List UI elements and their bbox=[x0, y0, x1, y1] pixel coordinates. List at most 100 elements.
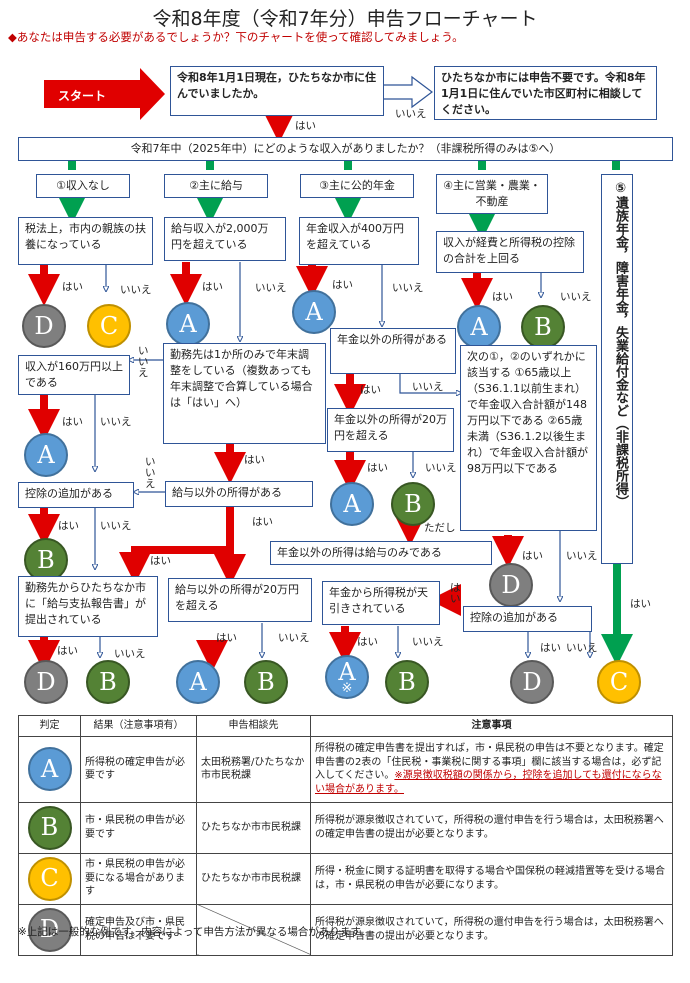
result-a-6: A bbox=[176, 660, 220, 704]
node-conditions: 次の①，②のいずれかに該当する ①65歳以上（S36.1.1以前生まれ）で年金収… bbox=[460, 345, 597, 531]
result-d-4: D bbox=[510, 660, 554, 704]
node-deduction2: 控除の追加がある bbox=[463, 606, 592, 632]
legend-d-note: 所得税が源泉徴収されていて，所得税の還付申告を行う場合は，太田税務署への確定申告… bbox=[310, 903, 673, 956]
node-pension-over: 年金収入が400万円を超えている bbox=[299, 217, 419, 265]
label-no-s1: いいえ bbox=[255, 282, 287, 294]
legend-c-icon: C bbox=[27, 856, 72, 901]
node-cat4: ④主に営業・農業・不動産 bbox=[436, 174, 548, 214]
label-no-salo20: いいえ bbox=[278, 632, 310, 644]
label-yes-withheld: はい bbox=[450, 582, 461, 606]
legend-header-result: 結果（注意事項有） bbox=[80, 715, 197, 737]
result-a-4: A bbox=[24, 433, 68, 477]
result-a-2: A bbox=[292, 290, 336, 334]
node-residence: 令和8年1月1日現在，ひたちなか市に住んでいましたか。 bbox=[170, 66, 384, 116]
legend-a-icon: A bbox=[27, 747, 72, 791]
legend-row-a: A 所得税の確定申告が必要です 太田税務署/ひたちなか市市民税課 所得税の確定申… bbox=[18, 735, 673, 803]
label-no-other20: いいえ bbox=[425, 462, 457, 474]
label-yes-report: はい bbox=[57, 645, 78, 657]
label-yes-1: はい bbox=[295, 120, 316, 132]
node-cat1: ①収入なし bbox=[36, 174, 130, 198]
result-d-1: D bbox=[22, 304, 66, 348]
node-salary-other20: 給与以外の所得が20万円を超える bbox=[168, 578, 312, 622]
label-no-p1: いいえ bbox=[392, 282, 424, 294]
result-a-5: A bbox=[330, 482, 374, 526]
page-title: 令和8年度（令和7年分）申告フローチャート bbox=[152, 8, 538, 30]
label-yes-160: はい bbox=[62, 416, 83, 428]
node-report: 勤務先からひたちなか市に「給与支払報告書」が提出されている bbox=[18, 576, 158, 637]
label-no-yearend2: いいえ bbox=[145, 456, 156, 491]
legend-a-note: 所得税の確定申告書を提出すれば，市・県民税の申告は不要となります。確定申告書の2… bbox=[310, 735, 673, 803]
result-b-3: B bbox=[24, 538, 68, 582]
legend-a-note-red: ※源泉徴収税額の関係から，控除を追加しても還付にならない場合があります。 bbox=[315, 770, 662, 795]
result-c-1: C bbox=[87, 304, 131, 348]
label-no-c1: いいえ bbox=[120, 284, 152, 296]
legend-d-icon: D bbox=[27, 907, 72, 952]
result-d-3: D bbox=[24, 660, 68, 704]
legend-c-result: 市・県民税の申告が必要になる場合があります bbox=[80, 852, 197, 905]
node-deduction1: 控除の追加がある bbox=[18, 482, 134, 508]
node-other20: 年金以外の所得が20万円を超える bbox=[327, 408, 454, 452]
label-yes-c5: はい bbox=[630, 598, 651, 610]
legend-a-office: 太田税務署/ひたちなか市市民税課 bbox=[196, 735, 311, 803]
legend-c-office: ひたちなか市市民税課 bbox=[196, 852, 311, 905]
arrow-layer bbox=[28, 68, 633, 672]
label-no-160: いいえ bbox=[100, 416, 132, 428]
legend-row-b: B 市・県民税の申告が必要です ひたちなか市市民税課 所得税が源泉徴収されていて… bbox=[18, 801, 673, 854]
label-yes-a2: はい bbox=[332, 279, 353, 291]
label-no-1: いいえ bbox=[395, 108, 427, 120]
label-yes-yearend: はい bbox=[244, 454, 265, 466]
legend-b-result: 市・県民税の申告が必要です bbox=[80, 801, 197, 854]
label-yes-ded1: はい bbox=[58, 520, 79, 532]
label-no-report: いいえ bbox=[114, 648, 146, 660]
legend-header-row: 判定 結果（注意事項有） 申告相談先 注意事項 bbox=[18, 715, 673, 737]
label-no-ded1: いいえ bbox=[100, 520, 132, 532]
label-no-withh: いいえ bbox=[412, 636, 444, 648]
note-mark: ※ bbox=[341, 681, 353, 696]
result-a-1: A bbox=[166, 302, 210, 346]
result-b-1: B bbox=[521, 305, 565, 349]
legend-b-office: ひたちなか市市民税課 bbox=[196, 801, 311, 854]
legend-d-office bbox=[196, 903, 311, 956]
node-year-end: 勤務先は1か所のみで年末調整をしている（複数あっても年末調整で合算している場合は… bbox=[163, 343, 326, 444]
label-no-other1: いいえ bbox=[412, 381, 444, 393]
label-no-ded2: いいえ bbox=[566, 642, 598, 654]
label-yes-a3: はい bbox=[492, 291, 513, 303]
residence-no-arrow bbox=[381, 75, 433, 109]
legend-d-result: 確定申告及び市・県民税の申告は不要です bbox=[80, 903, 197, 956]
node-cat3: ③主に公的年金 bbox=[300, 174, 414, 198]
label-yes-salo20: はい bbox=[216, 632, 237, 644]
node-income160: 収入が160万円以上である bbox=[18, 355, 130, 395]
legend-header-note: 注意事項 bbox=[310, 715, 673, 737]
result-b-5: B bbox=[244, 660, 288, 704]
legend-header-office: 申告相談先 bbox=[196, 715, 311, 737]
node-other-income: 年金以外の所得がある bbox=[330, 328, 456, 374]
label-tadashi: ただし bbox=[424, 522, 456, 534]
legend-b-note: 所得税が源泉徴収されていて，所得税の還付申告を行う場合は，太田税務署への確定申告… bbox=[310, 801, 673, 854]
label-yes-ded2: はい bbox=[540, 642, 561, 654]
label-no-cond: いいえ bbox=[566, 550, 598, 562]
result-a-mark: A※ bbox=[325, 655, 369, 699]
node-salary-other: 給与以外の所得がある bbox=[165, 481, 313, 507]
legend-row-c: C 市・県民税の申告が必要になる場合があります ひたちなか市市民税課 所得・税金… bbox=[18, 852, 673, 905]
node-salary-over: 給与収入が2,000万円を超えている bbox=[164, 217, 286, 261]
label-yes-a1: はい bbox=[202, 281, 223, 293]
legend-row-d: D 確定申告及び市・県民税の申告は不要です 所得税が源泉徴収されていて，所得税の… bbox=[18, 903, 673, 956]
result-b-2: B bbox=[391, 482, 435, 526]
node-note-pension-salary: 年金以外の所得は給与のみである bbox=[270, 541, 492, 565]
footnote: ※上記は一般的な例です。内容によって申告方法が異なる場合があります。 bbox=[18, 926, 371, 938]
result-d-2: D bbox=[489, 563, 533, 607]
label-no-b1: いいえ bbox=[560, 291, 592, 303]
label-yes-other1: はい bbox=[360, 384, 381, 396]
legend-table: 判定 結果（注意事項有） 申告相談先 注意事項 A 所得税の確定申告が必要です … bbox=[18, 715, 673, 956]
node-income-question: 令和7年中（2025年中）にどのような収入がありましたか？（非課税所得のみは⑤へ… bbox=[18, 137, 673, 161]
start-label: スタート bbox=[58, 89, 107, 103]
label-yes-other20: はい bbox=[367, 462, 388, 474]
node-cat2: ②主に給与 bbox=[164, 174, 268, 198]
result-b-6: B bbox=[385, 660, 429, 704]
node-dependent: 税法上，市内の親族の扶養になっている bbox=[18, 217, 153, 265]
result-b-4: B bbox=[86, 660, 130, 704]
node-business: 収入が経費と所得税の控除の合計を上回る bbox=[436, 231, 584, 273]
legend-a-result: 所得税の確定申告が必要です bbox=[80, 735, 197, 803]
label-yes-d1: はい bbox=[62, 281, 83, 293]
